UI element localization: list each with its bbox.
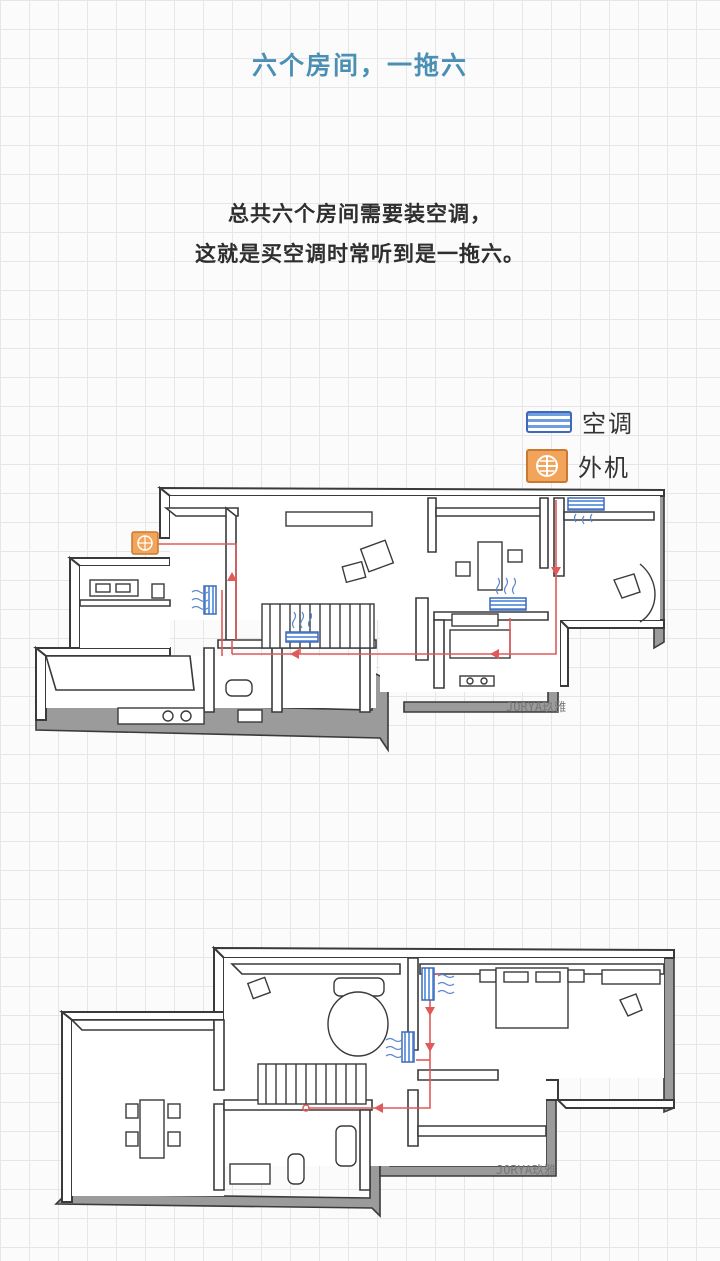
watermark-lower: JORYA玖雅 <box>496 1163 557 1177</box>
legend-outdoor: 外机 <box>526 448 630 483</box>
outdoor-unit <box>131 531 159 555</box>
interior-walls <box>44 497 655 713</box>
legend-outdoor-label: 外机 <box>578 454 630 482</box>
staircase-2 <box>257 1063 367 1105</box>
intro-line-2: 这就是买空调时常听到是一拖六。 <box>195 242 525 266</box>
furniture-2 <box>125 967 661 1185</box>
floor-plan-lower <box>54 945 675 1218</box>
page-title: 六个房间，一拖六 <box>251 51 468 80</box>
ac-unit-icon <box>526 410 572 433</box>
ac-units-2 <box>401 967 435 1063</box>
legend-ac-label: 空调 <box>582 410 634 438</box>
refrigerant-pipes <box>156 500 557 656</box>
floor-plan-upper <box>33 485 665 753</box>
refrigerant-pipes-2 <box>308 973 440 1109</box>
pipe-arrows-2 <box>374 1007 435 1113</box>
ac-airflow-2 <box>385 973 455 1059</box>
pipe-arrows <box>227 567 561 659</box>
floor-2 <box>72 958 664 1196</box>
outer-walls <box>33 485 665 721</box>
legend-ac: 空调 <box>526 404 634 439</box>
furniture <box>89 511 656 725</box>
outdoor-unit-icon <box>526 448 568 483</box>
ac-airflow <box>191 513 593 629</box>
pipe-outlet <box>302 1104 310 1112</box>
watermark-upper: JORYA玖雅 <box>506 700 567 714</box>
intro-line-1: 总共六个房间需要装空调， <box>228 202 492 226</box>
